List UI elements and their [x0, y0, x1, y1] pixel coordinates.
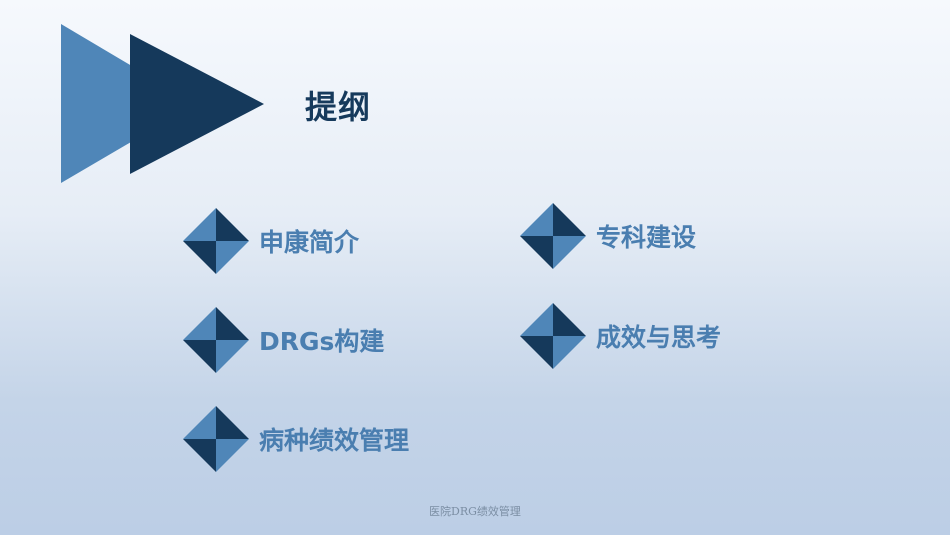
outline-item-label: 专科建设	[596, 223, 697, 252]
outline-item-label: 申康简介	[259, 228, 360, 257]
diamond-bullet-icon	[183, 208, 249, 274]
outline-item-5: 病种绩效管理	[183, 406, 409, 472]
outline-item-4: 成效与思考	[520, 303, 721, 369]
slide-title: 提纲	[305, 88, 372, 126]
diamond-bullet-icon	[520, 203, 586, 269]
outline-item-1: 申康简介	[183, 208, 359, 274]
title-arrow-icon	[61, 24, 264, 183]
outline-item-label: 成效与思考	[596, 323, 722, 352]
outline-item-label: 病种绩效管理	[259, 426, 410, 455]
outline-item-label: DRGs构建	[259, 327, 385, 356]
diamond-bullet-icon	[183, 307, 249, 373]
outline-item-2: 专科建设	[520, 203, 696, 269]
outline-item-3: DRGs构建	[183, 307, 384, 373]
diamond-bullet-icon	[520, 303, 586, 369]
slide-footer: 医院DRG绩效管理	[429, 505, 521, 518]
dark-triangle-shape	[130, 34, 264, 174]
diamond-bullet-icon	[183, 406, 249, 472]
light-triangle-shape	[61, 24, 196, 183]
